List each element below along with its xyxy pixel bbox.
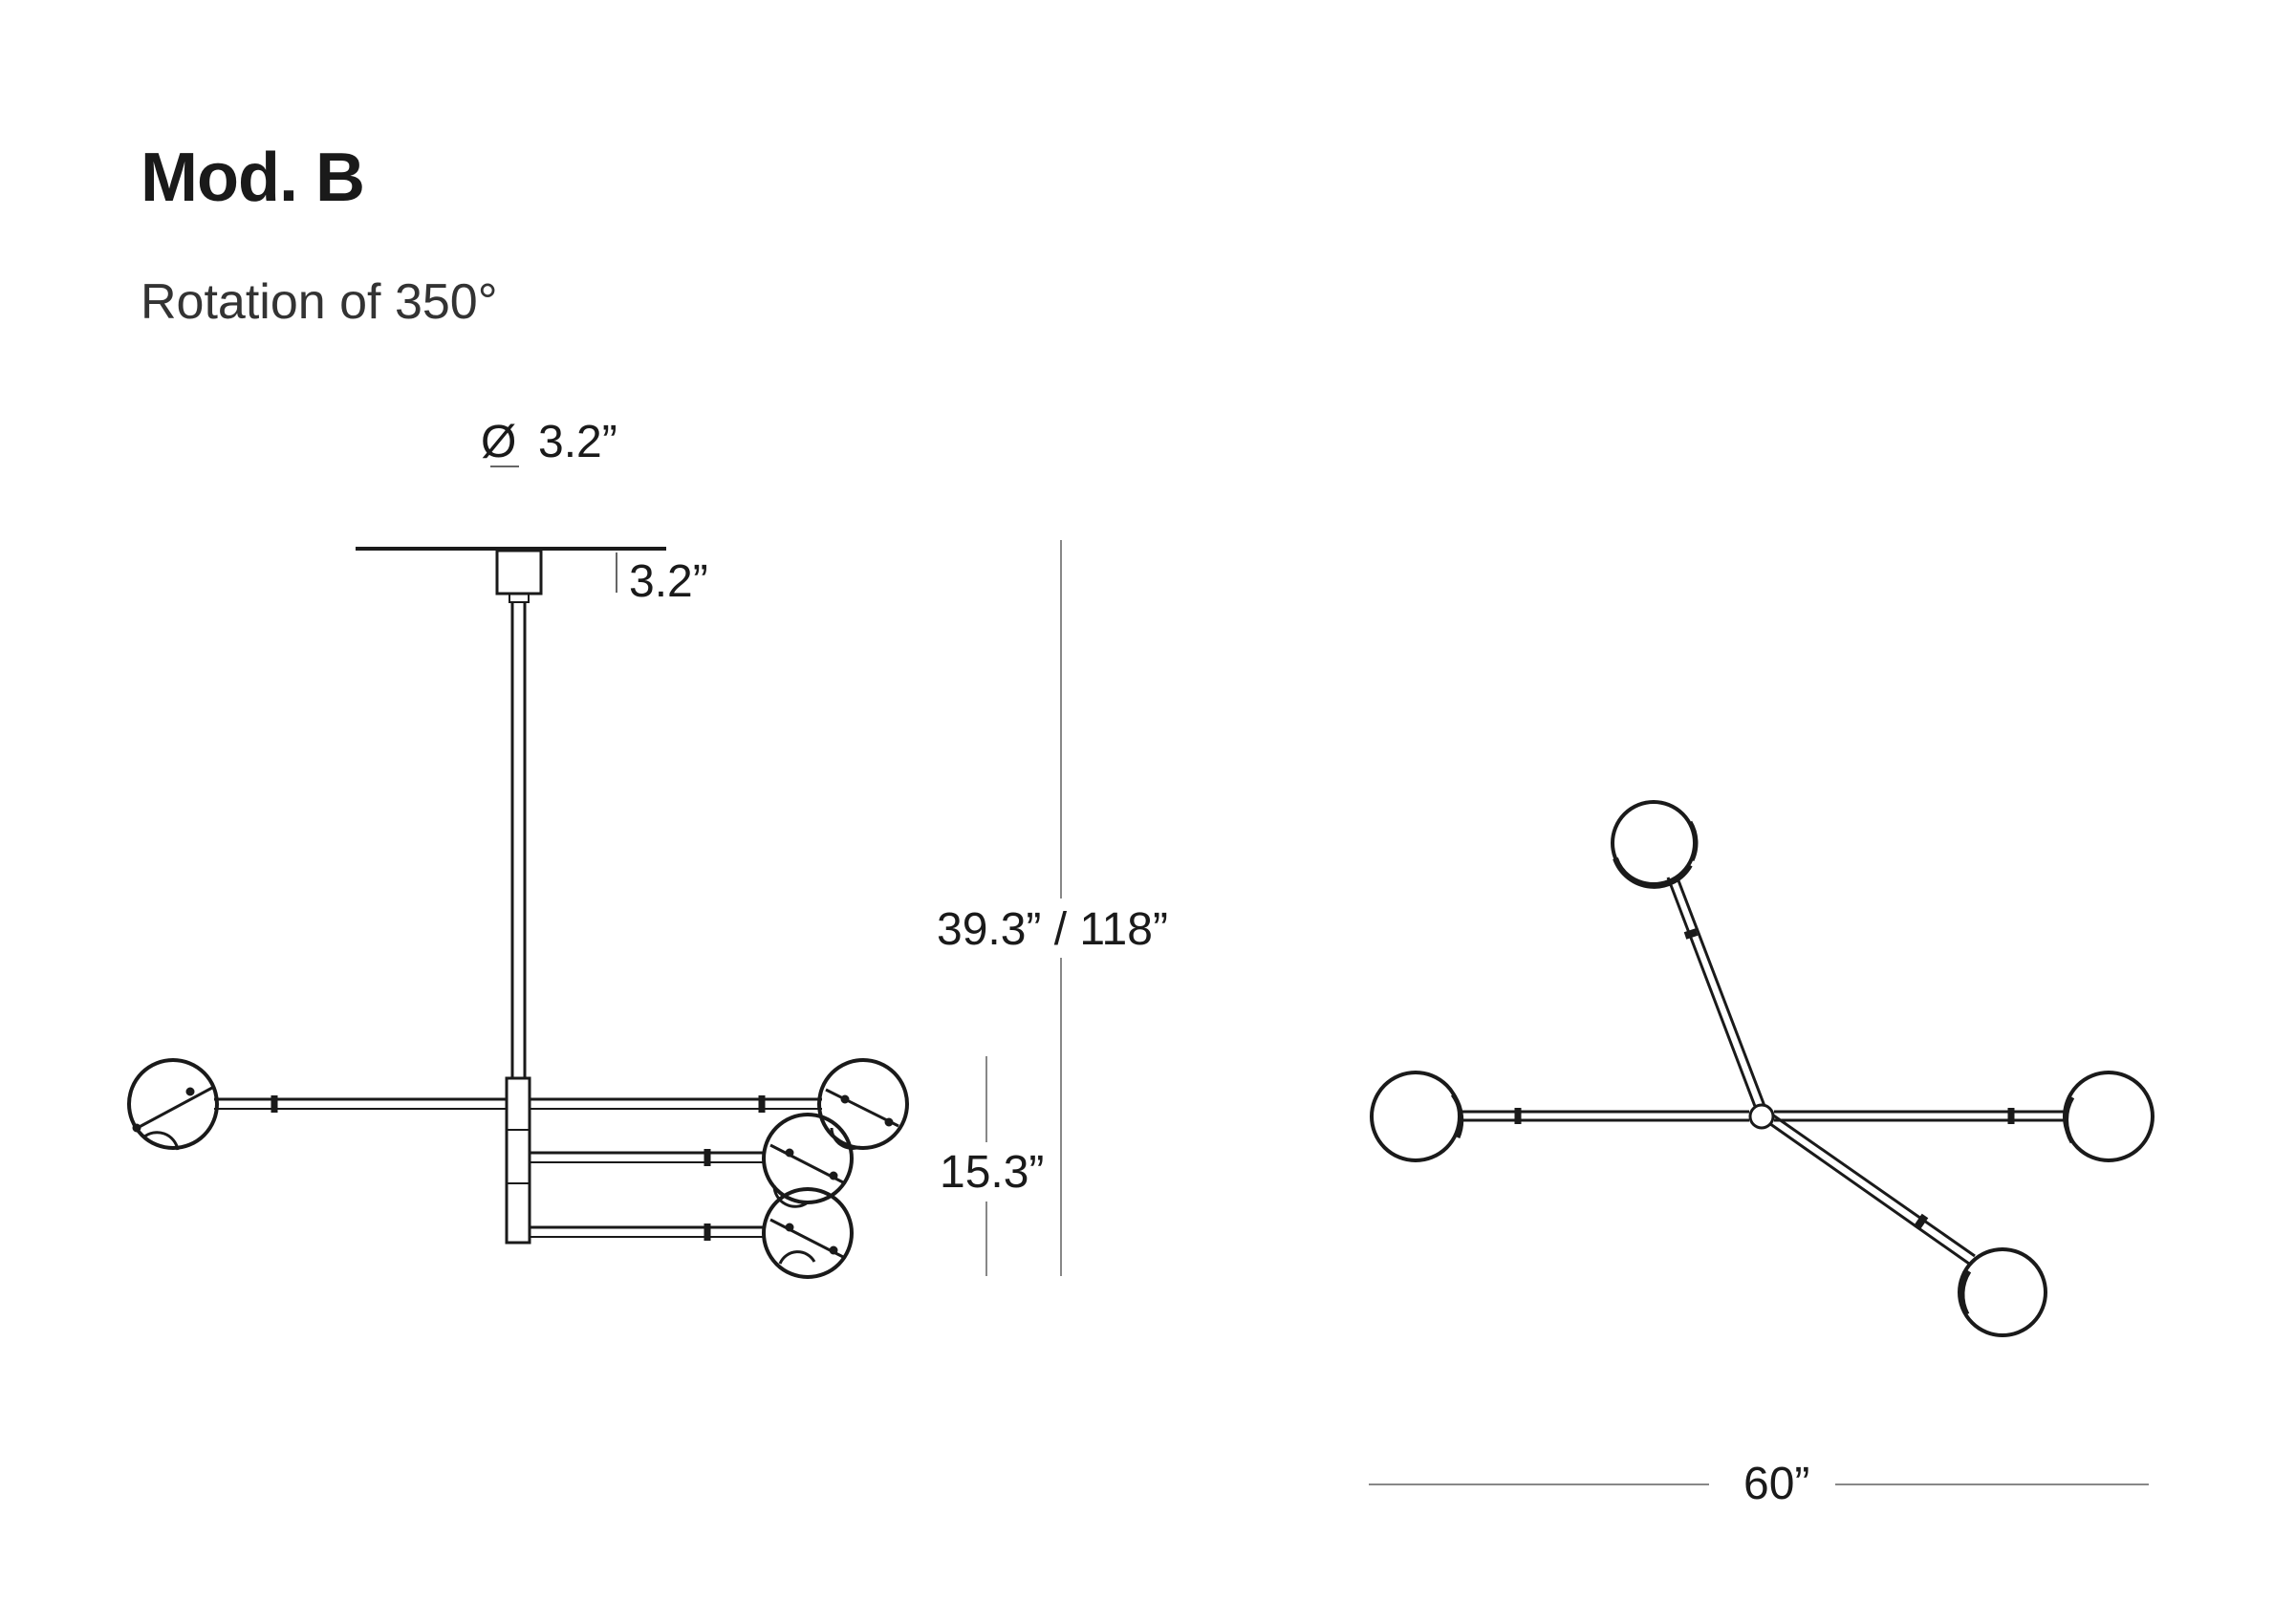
plan-arm-lower	[1765, 1113, 1976, 1266]
canopy-neck	[509, 593, 530, 603]
arm-middle	[530, 1149, 765, 1166]
page-title: Mod. B	[141, 140, 365, 216]
overall-height-label: 39.3” / 118”	[937, 904, 1168, 955]
plan-globe-upper	[1611, 800, 1699, 889]
fixture-body	[505, 1076, 531, 1245]
overall-width-label: 60”	[1743, 1459, 1809, 1509]
plan-hub	[1748, 1103, 1775, 1130]
globe-right-bottom	[762, 1187, 854, 1279]
side-view	[127, 547, 909, 1279]
canopy-diameter-symbol: Ø	[481, 417, 516, 467]
canopy-diameter-label: 3.2”	[538, 417, 617, 467]
plan-globe-lower	[1958, 1247, 2047, 1337]
canopy-height-label: 3.2”	[629, 556, 708, 607]
globe-right-middle	[762, 1113, 854, 1208]
globe-right-top	[817, 1058, 909, 1150]
arm-top	[214, 1095, 822, 1113]
globe-left	[127, 1058, 219, 1151]
plan-globe-left	[1370, 1071, 1464, 1162]
plan-view	[1370, 800, 2154, 1337]
plan-globe-right	[2063, 1071, 2154, 1162]
page-subtitle: Rotation of 350°	[141, 274, 498, 330]
canopy	[495, 549, 543, 595]
plan-arm-horizontal	[1461, 1108, 2065, 1124]
arm-bottom	[530, 1223, 765, 1241]
plan-arm-upper	[1666, 875, 1766, 1110]
fixture-height-label: 15.3”	[940, 1147, 1044, 1198]
